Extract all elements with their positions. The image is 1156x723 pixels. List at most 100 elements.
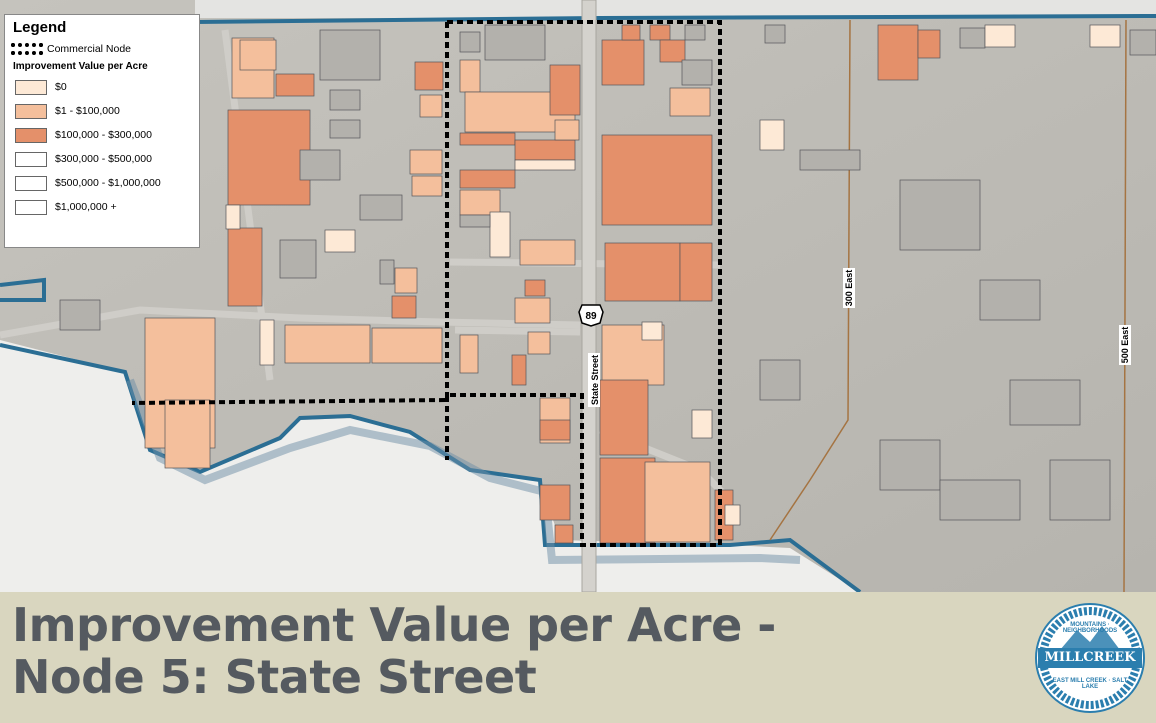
parcel [621,24,641,41]
parcel [724,504,741,526]
parcel [604,242,681,302]
parcel [641,321,663,341]
legend-swatch [15,127,47,143]
parcel [1129,29,1156,56]
legend-item: $0 [11,75,193,99]
legend-swatch [15,175,47,191]
top-strip [195,0,1156,18]
parcel [601,134,713,226]
map-canvas: 89 State Street 300 East 500 East [0,0,1156,592]
commercial-node-boundary [131,20,722,547]
parcel [649,24,671,41]
parcel [524,279,546,297]
parcel [764,24,786,44]
parcel [759,119,785,151]
parcel [759,359,801,401]
parcel [549,64,581,116]
parcel [227,227,263,307]
parcel [681,59,713,86]
title-line-1: Improvement Value per Acre - [12,598,776,652]
parcel [979,279,1041,321]
parcel [324,229,356,253]
logo-top-text: MOUNTAINS · NEIGHBORHOODS [1062,622,1118,634]
parcel [684,24,706,41]
parcel [539,484,571,521]
legend-node-label: Commercial Node [47,42,132,55]
parcel [419,94,443,118]
legend-panel: Legend Commercial Node Improvement Value… [4,14,200,248]
parcel [599,379,649,456]
legend-swatch [15,199,47,215]
legend-item-label: $100,000 - $300,000 [55,129,152,141]
parcel [329,119,361,139]
parcel [484,24,546,61]
parcel [59,299,101,331]
parcel [554,524,574,544]
city-boundary [194,14,1156,24]
legend-item-label: $300,000 - $500,000 [55,153,152,165]
legend-swatch [15,79,47,95]
parcel [284,324,371,364]
parcel [379,259,395,285]
boundary-shadow [126,378,801,565]
parcel [459,59,481,93]
parcel [877,24,919,81]
legend-item-label: $1 - $100,000 [55,105,120,117]
parcel [1009,379,1081,426]
logo-bottom-text: EAST MILL CREEK · SALT LAKE [1052,678,1128,690]
legend-swatch [15,103,47,119]
parcel [659,39,686,63]
parcel [601,39,645,86]
legend-item-label: $500,000 - $1,000,000 [55,177,161,189]
parcel [959,27,986,49]
parcel [319,29,381,81]
parcel [259,319,275,366]
parcel [239,39,277,71]
parcel [917,29,941,59]
legend-item: $1 - $100,000 [11,99,193,123]
parcel [225,204,241,230]
parcel [539,419,571,441]
route-89-label: 89 [585,311,597,322]
parcel [939,479,1021,521]
parcel [1089,24,1121,48]
parcel [514,297,551,324]
road-500-east [1123,19,1127,592]
parcel [164,399,211,469]
millcreek-logo [1035,603,1145,713]
parcel [554,119,580,141]
parcel [1049,459,1111,521]
parcel [799,149,861,171]
parcel [359,194,403,221]
parcel [899,179,981,251]
title-banner: Improvement Value per Acre - Node 5: Sta… [0,592,1156,723]
parcel [514,139,576,161]
state-street-label-group: State Street [588,353,600,407]
parcel [691,409,713,439]
parcel [644,461,711,543]
parcel [519,239,576,266]
state-street-label: State Street [590,355,600,405]
logo-text: MILLCREEK [1044,650,1136,665]
parcel [459,31,481,53]
east-500-label-group: 500 East [1119,325,1131,365]
east-300-label: 300 East [844,270,854,307]
legend-items: $0 $1 - $100,000 $100,000 - $300,000 $300,0… [11,75,193,219]
parcel [527,331,551,355]
parcel [511,354,527,386]
parcel [227,109,311,206]
parcel [411,175,443,197]
parcel [459,169,516,189]
parcel [394,267,418,294]
parcel [409,149,443,175]
commercial-node-swatch [11,42,43,55]
legend-subtitle: Improvement Value per Acre [13,61,148,72]
parcel [459,214,491,228]
parcel [459,132,516,146]
parcel [679,242,713,302]
east-300-label-group: 300 East [843,268,855,308]
parcel [391,295,417,319]
legend-item-label: $0 [55,81,67,93]
parcel [279,239,317,279]
legend-item: $300,000 - $500,000 [11,147,193,171]
